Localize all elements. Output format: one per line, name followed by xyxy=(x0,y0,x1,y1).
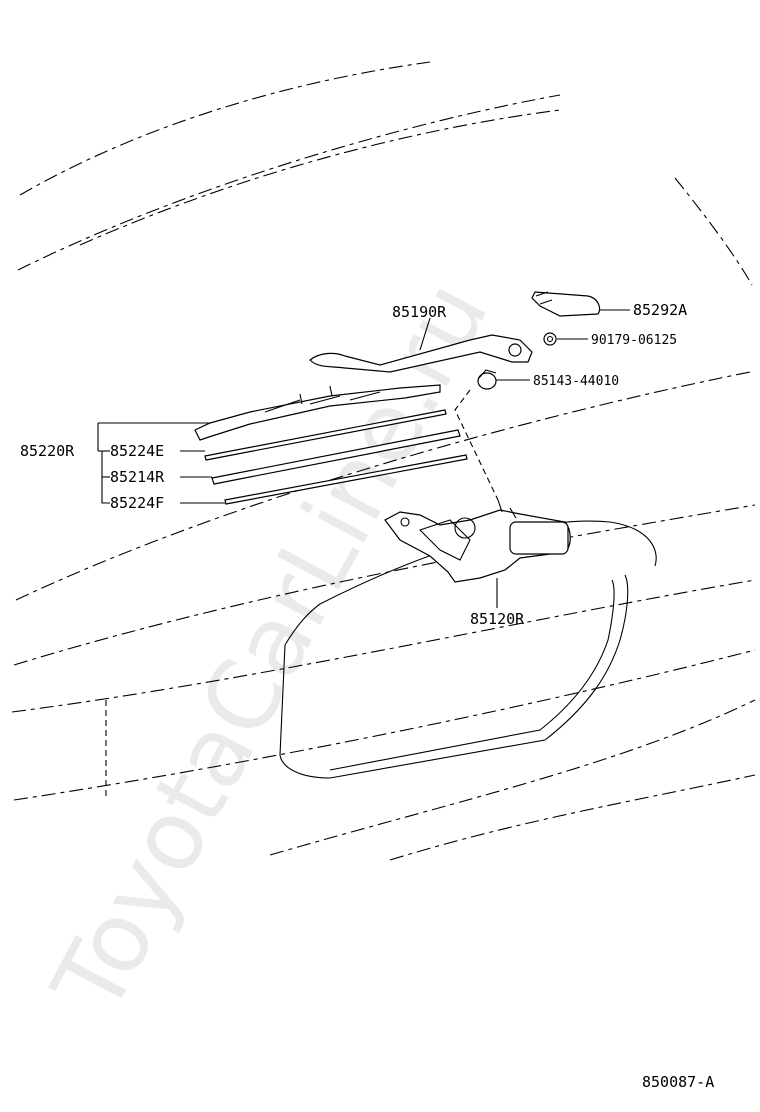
label-wiper-blade-assy: 85220R xyxy=(20,442,75,460)
figure-code: 850087-A xyxy=(642,1073,714,1091)
blade-rubber-f xyxy=(224,454,468,505)
assembly-leader xyxy=(454,389,499,501)
wiper-blade-assy xyxy=(194,384,441,441)
wiper-arm-head-cap xyxy=(531,291,601,317)
label-blade-rubber-e: 85224E xyxy=(110,442,164,460)
label-rear-wiper-arm: 85190R xyxy=(392,303,447,321)
wiper-arm xyxy=(309,334,533,373)
leader-lines xyxy=(97,309,630,608)
blade-rubber-r xyxy=(211,429,461,485)
label-blade-rubber-r: 85214R xyxy=(110,468,165,486)
label-pivot-cap: 85143-44010 xyxy=(533,374,619,389)
wiper-motor xyxy=(384,499,571,583)
label-head-cap: 85292A xyxy=(633,301,687,319)
label-blade-rubber-f: 85224F xyxy=(110,494,164,512)
watermark: ToyotaCarLine.ru xyxy=(31,264,510,1032)
vehicle-body-outline xyxy=(11,61,756,861)
pivot-cap xyxy=(477,369,497,390)
label-nut: 90179-06125 xyxy=(591,333,677,348)
label-wiper-motor: 85120R xyxy=(470,610,525,628)
nut xyxy=(543,332,557,346)
blade-rubber-e xyxy=(204,409,447,461)
